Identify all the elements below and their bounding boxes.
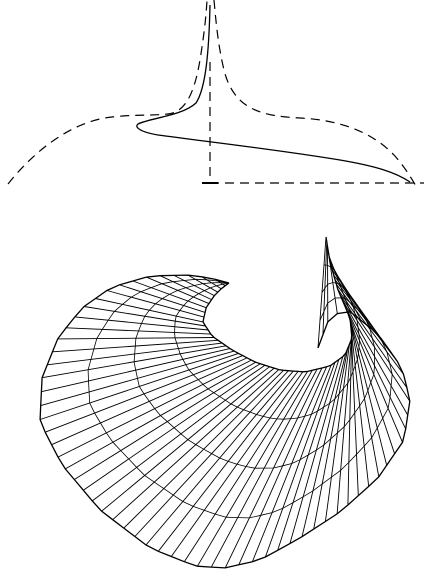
envelope-curve-right xyxy=(213,0,417,187)
envelope-curve-left xyxy=(7,0,208,185)
profile-curve xyxy=(136,4,411,183)
outer-edge-curve xyxy=(39,274,411,569)
parameter-curve xyxy=(87,278,393,519)
profile-diagram xyxy=(7,0,424,187)
parameter-curve xyxy=(133,282,375,469)
ruled-surface-wireframe xyxy=(39,236,411,569)
inner-edge-curve xyxy=(202,236,353,373)
